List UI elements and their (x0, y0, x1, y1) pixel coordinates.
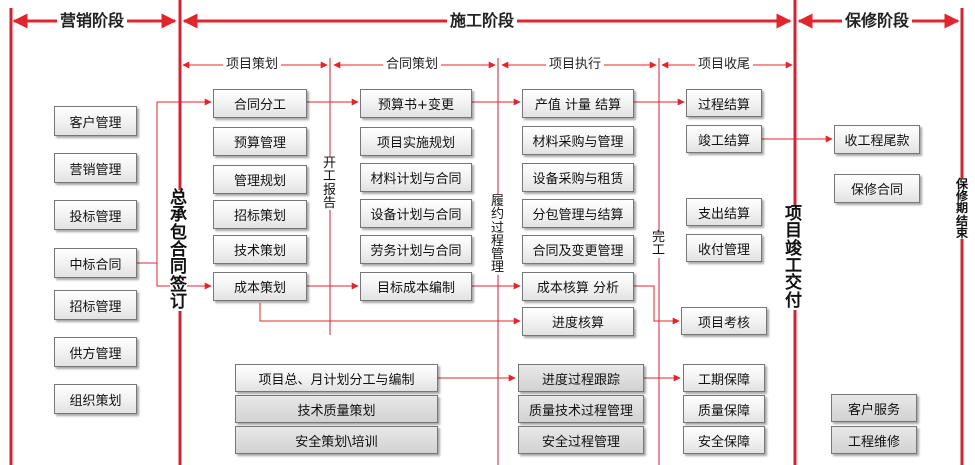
box-management-planning[interactable]: 管理规划 (213, 165, 307, 194)
milestone-char: 交 (785, 273, 802, 294)
milestone-char: 结 (956, 213, 969, 228)
box-completion-settlement[interactable]: 竣工结算 (686, 125, 762, 153)
box-subcontract-management[interactable]: 分包管理与结算 (522, 199, 634, 228)
milestone-char: 开 (323, 156, 337, 171)
box-bid-management[interactable]: 投标管理 (54, 200, 137, 230)
box-budget-management[interactable]: 预算管理 (213, 127, 307, 156)
box-marketing-management[interactable]: 营销管理 (54, 153, 137, 183)
milestone-char: 工 (785, 255, 802, 276)
milestone-char: 工 (323, 169, 337, 185)
box-technical-planning[interactable]: 技术策划 (213, 235, 307, 264)
milestone-char: 修 (956, 189, 969, 204)
box-progress-tracking[interactable]: 进度过程跟踪 (518, 364, 644, 392)
box-warranty-contract[interactable]: 保修合同 (834, 174, 920, 203)
milestone-char: 约 (491, 207, 505, 223)
box-safety-planning-training[interactable]: 安全策划\培训 (235, 426, 438, 454)
box-payment-management[interactable]: 收付管理 (686, 234, 762, 262)
box-cost-planning[interactable]: 成本策划 (213, 272, 307, 301)
milestone-char: 履 (491, 194, 505, 209)
box-project-assessment[interactable]: 项目考核 (681, 307, 767, 335)
box-customer-management[interactable]: 客户管理 (54, 106, 137, 136)
milestone-char: 订 (170, 291, 187, 312)
box-contract-division[interactable]: 合同分工 (213, 89, 307, 118)
milestone-char: 束 (956, 225, 969, 240)
milestone-char: 包 (170, 222, 187, 243)
subphase-label-contract-planning: 合同策划 (383, 58, 442, 71)
box-safety-guarantee[interactable]: 安全保障 (683, 426, 765, 454)
box-progress-accounting[interactable]: 进度核算 (522, 307, 634, 336)
box-quality-guarantee[interactable]: 质量保障 (683, 395, 765, 423)
box-schedule-guarantee[interactable]: 工期保障 (683, 364, 765, 392)
milestone-handover: 项 目 竣 工 交 付 (785, 204, 802, 311)
box-cost-accounting-analysis[interactable]: 成本核算 分析 (522, 272, 634, 301)
box-technical-quality-planning[interactable]: 技术质量策划 (235, 395, 438, 423)
box-contract-change-management[interactable]: 合同及变更管理 (522, 235, 634, 264)
milestone-completion: 完 工 (652, 230, 666, 259)
milestone-char: 总 (170, 188, 187, 208)
milestone-warranty-end: 保 修 期 结 束 (956, 177, 969, 240)
milestone-char: 保 (956, 177, 969, 191)
box-tender-planning[interactable]: 招标策划 (213, 200, 307, 229)
milestone-char: 承 (170, 205, 187, 226)
box-expense-settlement[interactable]: 支出结算 (686, 198, 762, 226)
box-output-measurement-settlement[interactable]: 产值 计量 结算 (522, 89, 634, 118)
box-material-plan-contract[interactable]: 材料计划与合同 (360, 163, 472, 192)
phase-label-warranty: 保修阶段 (842, 13, 913, 29)
milestone-char: 完 (652, 230, 666, 245)
milestone-char: 管 (491, 247, 505, 262)
milestone-char: 理 (491, 260, 505, 276)
subphase-label-project-closeout: 项目收尾 (695, 58, 754, 71)
box-target-cost[interactable]: 目标成本编制 (360, 272, 472, 301)
milestone-char: 项 (785, 204, 802, 224)
box-equipment-procurement-leasing[interactable]: 设备采购与租赁 (522, 163, 634, 192)
milestone-general-contract: 总 承 包 合 同 签 订 (170, 188, 187, 312)
box-engineering-maintenance[interactable]: 工程维修 (831, 426, 917, 454)
subphase-label-project-execution: 项目执行 (546, 58, 605, 71)
box-supplier-management[interactable]: 供方管理 (54, 337, 137, 367)
phase-label-marketing: 营销阶段 (57, 13, 128, 29)
milestone-char: 竣 (785, 238, 802, 259)
milestone-char: 告 (323, 195, 337, 211)
box-organization-planning[interactable]: 组织策划 (54, 384, 137, 414)
milestone-char: 工 (652, 243, 666, 259)
box-budget-and-changes[interactable]: 预算书+变更 (360, 89, 472, 118)
box-labor-plan-contract[interactable]: 劳务计划与合同 (360, 235, 472, 264)
box-material-procurement[interactable]: 材料采购与管理 (522, 126, 634, 155)
milestone-commencement: 开 工 报 告 (323, 156, 337, 211)
box-quality-technical-management[interactable]: 质量技术过程管理 (518, 395, 644, 423)
milestone-char: 过 (491, 220, 505, 236)
phase-label-construction: 施工阶段 (447, 13, 518, 29)
milestone-performance: 履 约 过 程 管 理 (491, 194, 505, 276)
milestone-char: 签 (170, 274, 187, 295)
milestone-char: 付 (785, 290, 802, 311)
box-customer-service[interactable]: 客户服务 (831, 394, 917, 422)
milestone-char: 合 (170, 239, 187, 260)
subphase-label-project-planning: 项目策划 (223, 58, 282, 71)
milestone-char: 期 (956, 201, 969, 216)
milestone-char: 同 (170, 257, 187, 278)
milestone-char: 程 (491, 233, 505, 249)
box-winning-contract[interactable]: 中标合同 (54, 248, 137, 278)
box-collect-final-payment[interactable]: 收工程尾款 (834, 125, 920, 154)
box-equipment-plan-contract[interactable]: 设备计划与合同 (360, 199, 472, 228)
box-process-settlement[interactable]: 过程结算 (686, 89, 762, 117)
milestone-char: 目 (785, 221, 802, 242)
box-safety-process-management[interactable]: 安全过程管理 (518, 426, 644, 454)
box-implementation-plan[interactable]: 项目实施规划 (360, 127, 472, 156)
milestone-char: 报 (323, 182, 337, 198)
box-monthly-plan[interactable]: 项目总、月计划分工与编制 (235, 364, 438, 392)
box-tender-management[interactable]: 招标管理 (54, 290, 137, 320)
